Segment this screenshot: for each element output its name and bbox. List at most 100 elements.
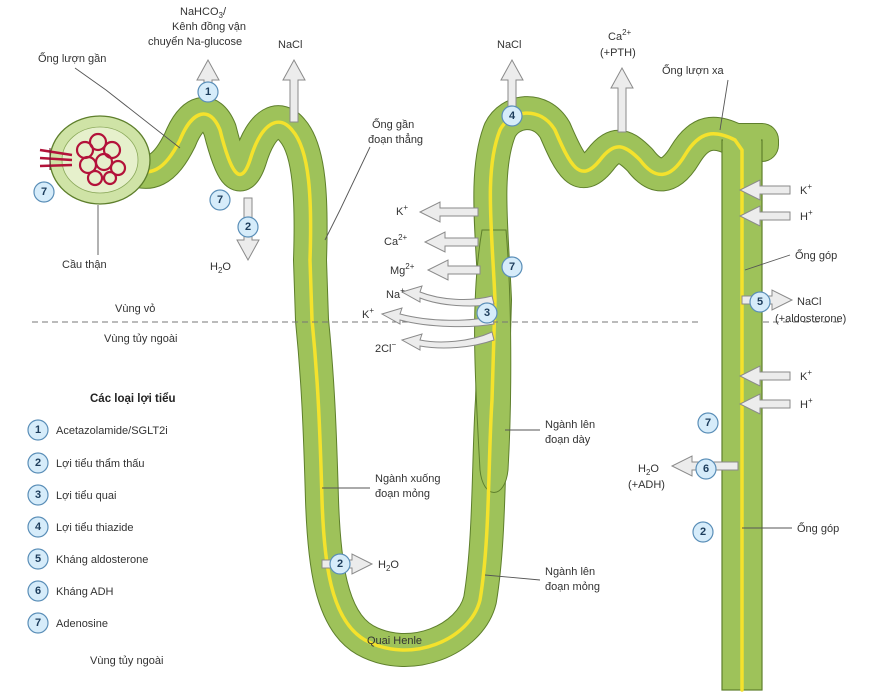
arrow-h-cd2 <box>738 393 791 415</box>
label-h2o-adh-2: (+ADH) <box>628 479 665 491</box>
label-thin-descending-2: đoạn mỏng <box>375 488 430 500</box>
arrow-h-cd1 <box>738 205 791 227</box>
legend-title: Các loại lợi tiểu <box>90 393 176 405</box>
arrow-left-na-tal <box>400 285 495 307</box>
svg-text:7: 7 <box>705 417 711 429</box>
arrow-left-k2-tal <box>380 307 495 328</box>
svg-text:Adenosine: Adenosine <box>56 618 108 630</box>
label-loop-henle: Quai Henle <box>367 635 422 647</box>
badge-cd-2: 2 <box>692 521 714 543</box>
arrow-left-mg-tal <box>426 259 481 281</box>
label-thick-ascending-2: đoạn dày <box>545 434 591 446</box>
badge-proximal-7: 7 <box>209 189 231 211</box>
svg-text:Lợi tiểu thẩm thấu: Lợi tiểu thẩm thấu <box>56 458 145 470</box>
label-outer-medulla: Vùng tủy ngoài <box>104 333 177 345</box>
arrow-up-nacl-proximal <box>282 58 306 123</box>
label-collecting-duct-upper: Ống góp <box>795 248 837 262</box>
badge-tal-7: 7 <box>501 256 523 278</box>
ion-k-cd1: K+ <box>800 182 812 197</box>
svg-text:1: 1 <box>205 86 211 98</box>
label-nacl-aldo-2: (+aldosterone) <box>775 313 846 325</box>
leader-lines <box>74 67 792 581</box>
label-h2o-adh-1: H2O <box>638 463 659 477</box>
svg-text:3: 3 <box>484 307 490 319</box>
arrow-up-ca-pth <box>610 66 634 133</box>
badge-cd-5: 5 <box>749 291 771 313</box>
label-ca-pth: Ca2+ <box>608 28 632 43</box>
glomerulus <box>39 115 151 205</box>
structure-labels: Ống lượn gần NaHCO3/ Kênh đồng vận chuyể… <box>38 6 846 667</box>
label-proximal-transport-1: NaHCO3/ <box>180 6 227 20</box>
ion-k-tal: K+ <box>396 203 408 218</box>
ion-h-cd2: H+ <box>800 396 813 411</box>
svg-text:Lợi tiểu thiazide: Lợi tiểu thiazide <box>56 522 134 534</box>
label-glomerulus: Cầu thận <box>62 259 107 271</box>
label-thick-ascending-1: Ngành lên <box>545 419 595 431</box>
arrow-k-cd1 <box>738 179 791 201</box>
legend-item-2: 2 Lợi tiểu thẩm thấu <box>27 452 145 474</box>
svg-text:2: 2 <box>245 221 251 233</box>
ion-na-tal: Na+ <box>386 286 405 301</box>
label-nacl-proximal: NaCl <box>278 39 302 51</box>
svg-text:4: 4 <box>509 110 516 122</box>
diagram-badges: 1 2 7 7 4 7 3 5 7 6 2 2 <box>33 81 771 575</box>
svg-text:5: 5 <box>757 296 763 308</box>
ion-k-cd2: K+ <box>800 368 812 383</box>
svg-text:7: 7 <box>509 261 515 273</box>
label-collecting-duct-lower: Ống góp <box>797 521 839 535</box>
label-thin-ascending-1: Ngành lên <box>545 566 595 578</box>
badge-glomerulus-7: 7 <box>33 181 55 203</box>
label-proximal-transport-2: Kênh đồng vận <box>172 21 246 33</box>
label-nacl-distal: NaCl <box>497 39 521 51</box>
arrow-left-ca-tal <box>423 231 479 253</box>
label-proximal-tubule: Ống lượn gần <box>38 51 106 65</box>
ion-cl-tal: 2Cl− <box>375 340 397 355</box>
ion-mg-tal: Mg2+ <box>390 262 415 277</box>
label-h2o-proximal: H2O <box>210 261 231 275</box>
ion-h-cd1: H+ <box>800 208 813 223</box>
svg-text:Acetazolamide/SGLT2i: Acetazolamide/SGLT2i <box>56 425 168 437</box>
svg-text:2: 2 <box>35 457 41 469</box>
arrow-left-cl-tal <box>400 331 495 351</box>
label-straight-tubule-1: Ống gần <box>372 117 414 131</box>
label-h2o-descending: H2O <box>378 559 399 573</box>
label-thin-ascending-2: đoạn mỏng <box>545 581 600 593</box>
badge-descending-2: 2 <box>329 553 351 575</box>
label-thin-descending-1: Ngành xuống <box>375 473 440 485</box>
label-ca-pth-2: (+PTH) <box>600 47 636 59</box>
svg-text:6: 6 <box>703 463 709 475</box>
svg-text:1: 1 <box>35 424 41 436</box>
svg-text:7: 7 <box>217 194 223 206</box>
svg-text:Kháng aldosterone: Kháng aldosterone <box>56 554 148 566</box>
tubule-lumen <box>123 111 744 692</box>
label-nacl-aldo-1: NaCl <box>797 296 821 308</box>
svg-text:7: 7 <box>41 186 47 198</box>
badge-cd-7: 7 <box>697 412 719 434</box>
label-cortex: Vùng vỏ <box>115 303 155 315</box>
svg-text:2: 2 <box>700 526 706 538</box>
svg-text:5: 5 <box>35 553 41 565</box>
legend-item-5: 5 Kháng aldosterone <box>27 548 148 570</box>
label-straight-tubule-2: đoạn thẳng <box>368 133 423 146</box>
legend-item-4: 4 Lợi tiểu thiazide <box>27 516 134 538</box>
label-medulla-bottom: Vùng tủy ngoài <box>90 655 163 667</box>
svg-text:3: 3 <box>35 489 41 501</box>
ion-ca-tal: Ca2+ <box>384 233 408 248</box>
svg-text:Kháng ADH: Kháng ADH <box>56 586 114 598</box>
badge-cd-6: 6 <box>695 458 717 480</box>
label-distal-tubule: Ống lượn xa <box>662 63 725 77</box>
glomerular-capillaries <box>75 132 127 187</box>
ion-k2-tal: K+ <box>362 306 374 321</box>
svg-text:4: 4 <box>35 521 42 533</box>
ion-labels: K+ Ca2+ Mg2+ Na+ K+ 2Cl− K+ H+ K+ H+ <box>362 182 813 411</box>
badge-distal-4: 4 <box>501 105 523 127</box>
badge-proximal-1: 1 <box>197 81 219 103</box>
badge-proximal-2: 2 <box>237 216 259 238</box>
legend-item-1: 1 Acetazolamide/SGLT2i <box>27 419 168 441</box>
arrow-k-cd2 <box>738 365 791 387</box>
